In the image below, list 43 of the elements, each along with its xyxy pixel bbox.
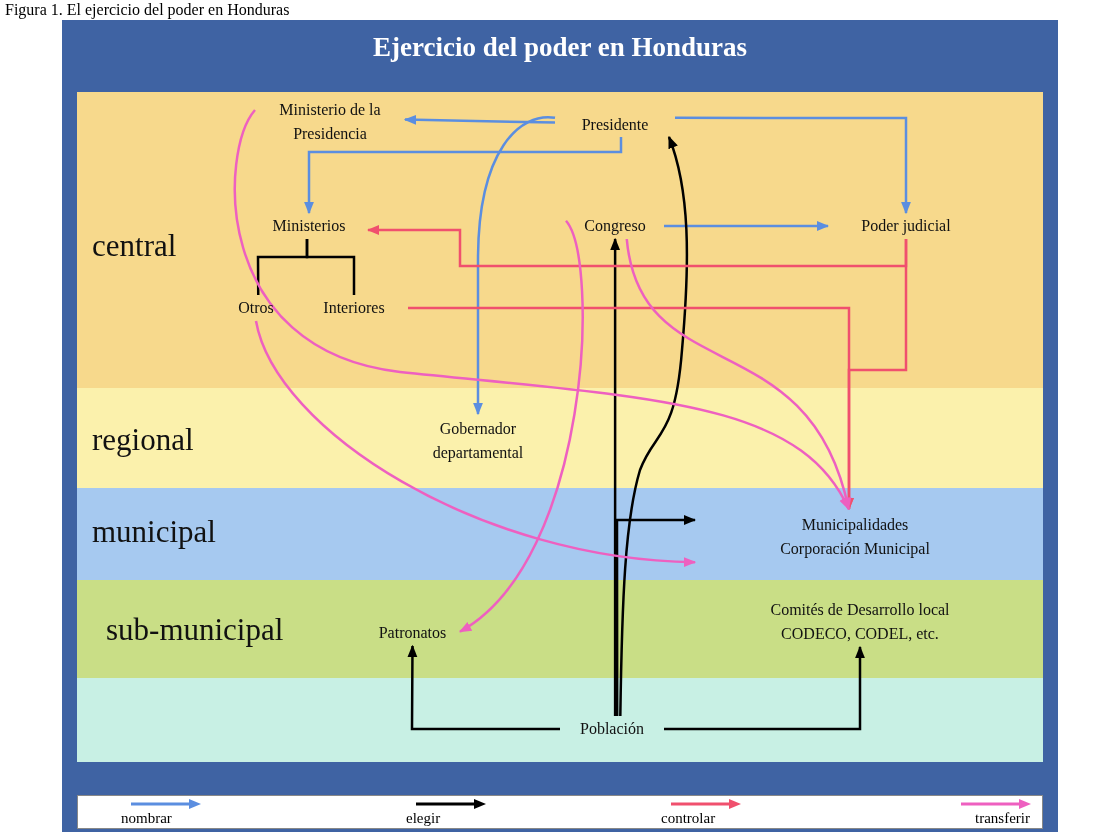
arrow: [473, 116, 556, 416]
actor-label: Población: [560, 716, 664, 742]
actor-label: Congreso: [566, 213, 664, 239]
level-label: regional: [92, 422, 194, 458]
legend-label: controlar: [661, 809, 716, 827]
arrow: [610, 237, 621, 716]
arrow: [304, 137, 623, 215]
arrow: [675, 116, 911, 215]
legend-label: nombrar: [121, 809, 172, 827]
actor-label: Gobernador departamental: [405, 414, 551, 468]
diagram-title: Ejercicio del poder en Honduras: [372, 31, 748, 64]
arrow: [254, 320, 697, 567]
actor-label: Interiores: [300, 295, 408, 321]
arrow: [664, 645, 865, 731]
arrow: [625, 238, 851, 511]
legend-label: transferir: [975, 809, 1030, 827]
actor-label: Poder judicial: [828, 213, 984, 239]
arrow: [366, 225, 908, 268]
arrow: [615, 515, 697, 716]
level-label: sub-municipal: [106, 612, 284, 648]
actor-label: Municipalidades Corporación Municipal: [695, 509, 1015, 565]
actor-label: Presidente: [555, 113, 675, 137]
arrow: [619, 135, 689, 717]
arrow: [233, 109, 850, 511]
actor-label: Patronatos: [365, 620, 460, 646]
level-band: [77, 388, 1043, 488]
legend-label: elegir: [406, 809, 441, 827]
arrow: [459, 220, 584, 633]
arrow: [407, 644, 560, 731]
arrow: [403, 114, 556, 125]
level-band: [77, 488, 1043, 580]
figure-caption: Figura 1. El ejercicio del poder en Honduras: [5, 0, 290, 19]
actor-label: Ministerios: [250, 213, 368, 239]
level-label: central: [92, 228, 177, 264]
actor-label: Otros: [228, 295, 284, 321]
actor-label: Ministerio de la Presidencia: [255, 98, 405, 146]
arrow: [664, 221, 830, 231]
connector-line: [305, 239, 356, 295]
level-band: [77, 678, 1043, 762]
level-band: [77, 580, 1043, 678]
actor-label: Comités de Desarrollo local CODECO, CODEL, etc.: [705, 597, 1015, 647]
level-label: municipal: [92, 514, 216, 550]
level-band: [77, 92, 1043, 388]
